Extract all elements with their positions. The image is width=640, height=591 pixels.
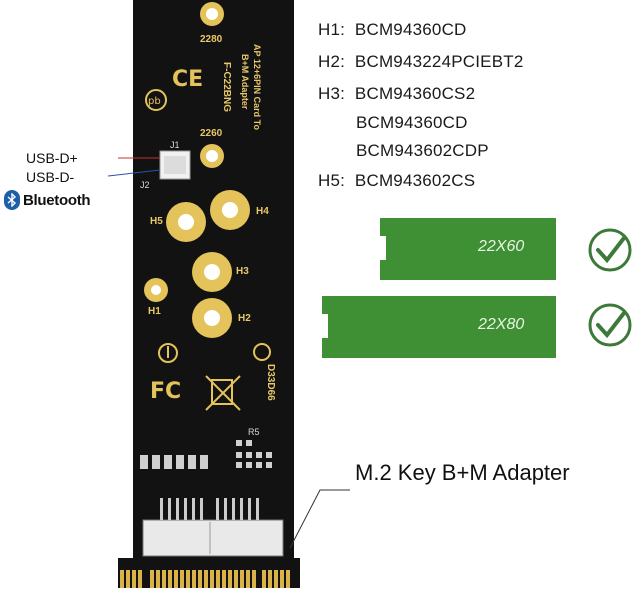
label-h2: H2 bbox=[238, 313, 251, 324]
weee-mark bbox=[205, 375, 241, 411]
component-pads bbox=[140, 440, 272, 469]
orientation-mark bbox=[253, 343, 271, 361]
usb-d-minus-leader bbox=[107, 169, 161, 177]
board-model: F-C22BNG bbox=[221, 62, 232, 113]
usb-d-minus-label: USB-D- bbox=[26, 169, 75, 185]
label-h3: H3 bbox=[236, 266, 249, 277]
power-mark bbox=[158, 343, 178, 363]
spec-h3: H3: BCM94360CS2 bbox=[318, 84, 476, 103]
board-title-line2: B+M Adapter bbox=[240, 54, 250, 110]
spec-h5: H5: BCM943602CS bbox=[318, 171, 476, 190]
bluetooth-icon bbox=[4, 190, 20, 210]
gold-fingers-right bbox=[262, 570, 290, 588]
spec-h3-alt2: BCM943602CDP bbox=[356, 141, 489, 160]
label-2260: 2260 bbox=[200, 128, 223, 139]
label-r5: R5 bbox=[248, 427, 260, 437]
bluetooth-badge: Bluetooth bbox=[4, 190, 91, 210]
ssd-2280-label: 22X80 bbox=[478, 316, 525, 333]
label-j2: J2 bbox=[140, 180, 150, 190]
label-h5: H5 bbox=[150, 216, 163, 227]
spec-h1: H1: BCM94360CD bbox=[318, 20, 467, 39]
board-code: D33D66 bbox=[265, 364, 276, 401]
label-h4: H4 bbox=[256, 206, 269, 217]
gold-fingers-middle bbox=[150, 570, 256, 588]
ssd-2260-board bbox=[380, 218, 556, 280]
spec-h3-alt1: BCM94360CD bbox=[356, 113, 468, 132]
bluetooth-label: Bluetooth bbox=[23, 191, 91, 209]
label-h1: H1 bbox=[148, 306, 161, 317]
checkmark-icon-1 bbox=[588, 228, 632, 272]
edge-connector-base bbox=[118, 558, 300, 588]
spec-h2: H2: BCM943224PCIEBT2 bbox=[318, 52, 524, 71]
fc-mark: FC bbox=[150, 379, 181, 404]
pb-mark bbox=[145, 89, 167, 111]
checkmark-icon-2 bbox=[588, 303, 632, 347]
apple-socket bbox=[142, 519, 284, 557]
label-2280: 2280 bbox=[200, 34, 223, 45]
gold-fingers-left bbox=[120, 570, 142, 588]
label-j1: J1 bbox=[170, 140, 180, 150]
ce-mark-text: CE bbox=[172, 67, 203, 92]
svg-text:pb: pb bbox=[148, 96, 161, 107]
ssd-2280-board bbox=[322, 296, 556, 358]
callout-leader bbox=[289, 489, 350, 549]
socket-pins bbox=[160, 498, 259, 520]
ssd-2260-label: 22X60 bbox=[478, 238, 525, 255]
adapter-callout: M.2 Key B+M Adapter bbox=[355, 460, 570, 485]
board-title-line1: AP 12+6PIN Card To bbox=[252, 44, 262, 130]
usb-d-plus-label: USB-D+ bbox=[26, 150, 78, 166]
